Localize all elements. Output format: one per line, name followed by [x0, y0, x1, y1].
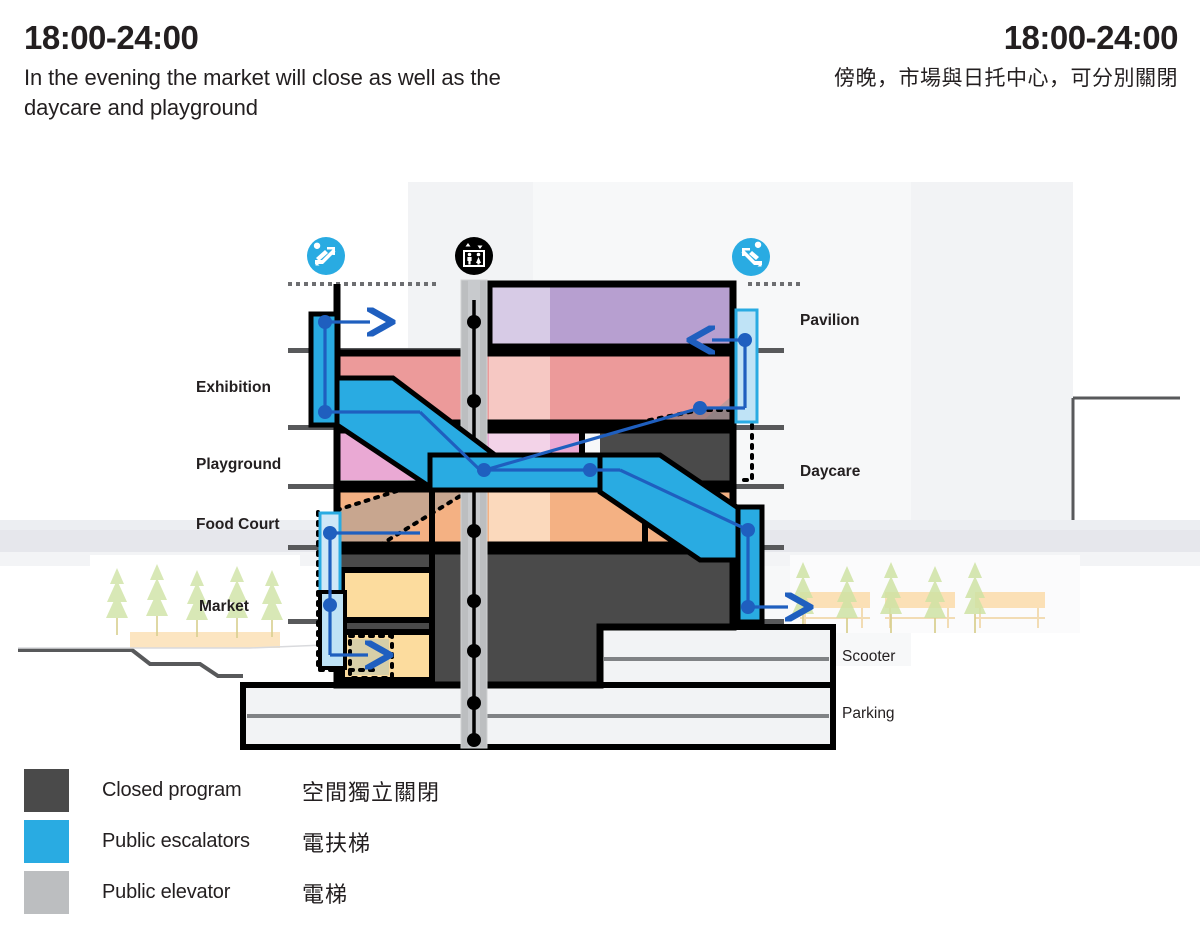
program-market-stall-upper	[339, 567, 435, 623]
escalator-icon-right[interactable]	[732, 238, 770, 276]
escalator-right-vertical	[735, 504, 765, 625]
diagram-labels: Exhibition Playground Food Court Market …	[196, 312, 895, 722]
circulation-routes	[323, 322, 788, 655]
scooter-slab-line	[604, 657, 829, 661]
legend: Closed program 空間獨立關閉 Public escalators …	[24, 765, 724, 918]
label-food-court: Food Court	[196, 516, 280, 533]
label-daycare: Daycare	[800, 463, 861, 480]
legend-label-en-public-elevator: Public elevator	[102, 881, 231, 903]
terrain-line	[18, 648, 243, 678]
public-elevator-shaft	[460, 279, 488, 749]
header-right-description: 傍晚，市場與日托中心，可分別關閉	[834, 66, 1178, 90]
legend-swatch-public-elevator	[24, 871, 69, 914]
legend-item-closed-program: Closed program 空間獨立關閉	[24, 765, 724, 816]
section-diagram: Exhibition Playground Food Court Market …	[0, 170, 1200, 760]
closed-wedge-foodcourt-left	[337, 490, 470, 545]
legend-label-en-closed-program: Closed program	[102, 779, 242, 801]
label-scooter: Scooter	[842, 648, 895, 665]
program-pavilion-light	[489, 286, 550, 347]
escalator-icon-left[interactable]	[307, 237, 345, 275]
program-foodcourt-light	[489, 489, 550, 545]
public-escalators	[308, 308, 765, 670]
legend-item-public-escalators: Public escalators 電扶梯	[24, 816, 724, 867]
legend-label-en-public-escalators: Public escalators	[102, 830, 250, 852]
program-scooter	[597, 624, 836, 688]
route-nodes	[318, 315, 755, 614]
legend-label-cn-public-escalators: 電扶梯	[302, 830, 372, 856]
program-exhibition-light	[489, 353, 550, 423]
legend-label-cn-closed-program: 空間獨立關閉	[302, 779, 441, 805]
label-market: Market	[199, 598, 249, 615]
legend-swatch-public-escalators	[24, 820, 69, 863]
legend-label-cn-public-elevator: 電梯	[302, 881, 349, 907]
legend-swatch-closed-program	[24, 769, 69, 812]
legend-item-public-elevator: Public elevator 電梯	[24, 867, 724, 918]
label-playground: Playground	[196, 456, 281, 473]
header-right-time: 18:00-24:00	[1003, 19, 1179, 56]
building-section-svg: Exhibition Playground Food Court Market …	[0, 182, 1200, 750]
elevator-stop-markers	[467, 315, 481, 747]
header-right-block: 18:00-24:00 傍晚，市場與日托中心，可分別關閉	[618, 19, 1179, 93]
landscape-right	[790, 555, 1080, 633]
header-left-block: 18:00-24:00 In the evening the market wi…	[24, 19, 544, 122]
page-header: 18:00-24:00 In the evening the market wi…	[0, 0, 1200, 170]
label-pavilion: Pavilion	[800, 312, 859, 329]
label-parking: Parking	[842, 705, 895, 722]
escalator-left-lower-cab	[318, 590, 347, 670]
header-left-description: In the evening the market will close as …	[24, 64, 501, 120]
header-left-time: 18:00-24:00	[24, 19, 199, 56]
elevator-icon-center[interactable]	[455, 237, 493, 275]
parking-slab-line	[247, 714, 829, 718]
program-closed-dark-mass	[337, 551, 733, 685]
label-exhibition: Exhibition	[196, 379, 271, 396]
